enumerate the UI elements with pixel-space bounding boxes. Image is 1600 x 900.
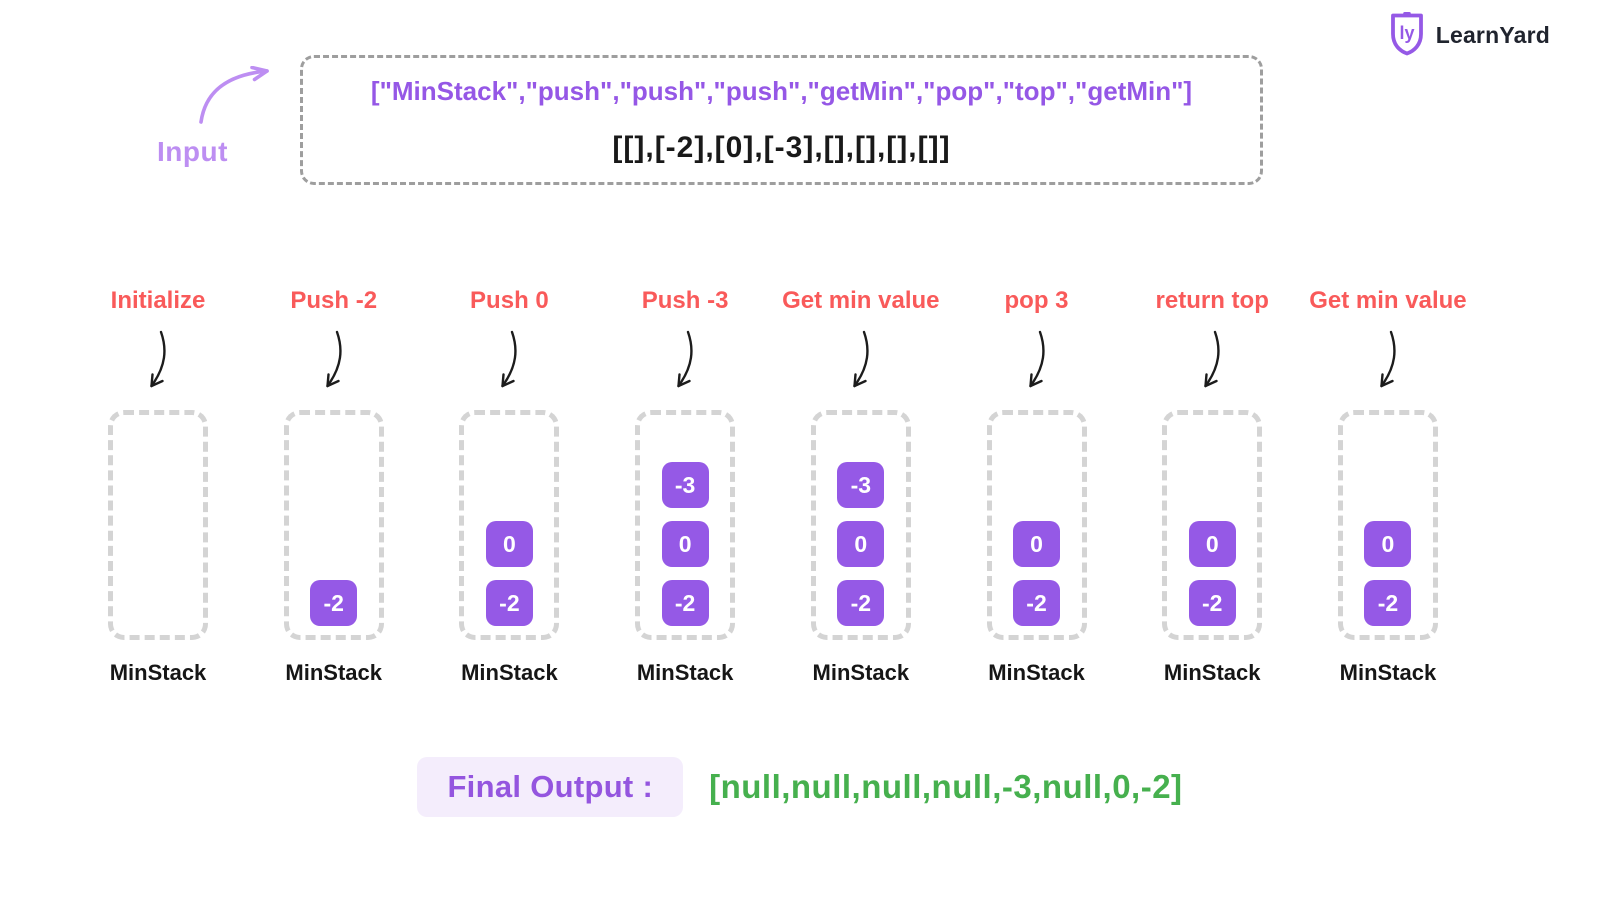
- stack-column: Get min value -3 0 -2 MinStack: [782, 287, 939, 686]
- input-arguments-line: [[],[-2],[0],[-3],[],[],[],[]]: [612, 130, 951, 164]
- minstack-container: -3 0 -2: [635, 410, 736, 640]
- minstack-caption: MinStack: [1163, 660, 1261, 685]
- minstack-container: 0-2: [1162, 410, 1263, 640]
- down-arrow-icon: [1199, 329, 1225, 396]
- stack-block: 0: [661, 521, 709, 567]
- minstack-container: 0-2: [459, 410, 560, 640]
- down-arrow-icon: [145, 329, 171, 396]
- operation-label: pop 3: [1004, 287, 1069, 314]
- operation-label: Initialize: [110, 287, 206, 314]
- stack-columns: Initialize MinStack Push -2 -2 MinStack …: [93, 287, 1467, 686]
- stack-block: -2: [485, 580, 533, 626]
- stack-block: -2: [661, 580, 709, 626]
- stack-block: 0: [1188, 521, 1236, 567]
- stack-block: -2: [837, 580, 885, 626]
- operation-label: Push -3: [641, 287, 729, 314]
- down-arrow-icon: [848, 329, 874, 396]
- down-arrow-icon: [1024, 329, 1050, 396]
- minstack-caption: MinStack: [461, 660, 558, 685]
- learnyard-logo: ly LearnYard: [1387, 10, 1550, 61]
- stack-block: -3: [661, 462, 709, 508]
- minstack-caption: MinStack: [812, 660, 910, 685]
- stack-block: -2: [1364, 580, 1412, 626]
- stack-column: Push -3 -3 0 -2 MinStack: [620, 287, 750, 686]
- minstack-container: 0-2: [986, 410, 1087, 640]
- stack-column: Get min value 0-2 MinStack: [1309, 287, 1466, 686]
- minstack-caption: MinStack: [109, 660, 207, 685]
- stack-block: -2: [310, 580, 358, 626]
- stack-block: -2: [1188, 580, 1236, 626]
- operation-label: Get min value: [782, 287, 940, 314]
- minstack-container: -3 0 -2: [810, 410, 911, 640]
- final-output-label: Final Output :: [417, 757, 684, 817]
- minstack-caption: MinStack: [636, 660, 734, 685]
- operation-label: return top: [1155, 287, 1269, 314]
- down-arrow-icon: [672, 329, 698, 396]
- learnyard-shield-icon: ly: [1387, 10, 1427, 61]
- minstack-caption: MinStack: [285, 660, 382, 685]
- down-arrow-icon: [1375, 329, 1401, 396]
- svg-text:ly: ly: [1399, 23, 1414, 43]
- operation-label: Get min value: [1309, 287, 1467, 314]
- stack-block: -2: [1013, 580, 1061, 626]
- stack-column: Initialize MinStack: [93, 287, 223, 686]
- final-output-value: [null,null,null,null,-3,null,0,-2]: [709, 768, 1183, 805]
- input-label: Input: [157, 136, 228, 167]
- down-arrow-icon: [496, 329, 522, 396]
- stack-column: return top 0-2 MinStack: [1147, 287, 1277, 686]
- minstack-container: -2: [283, 410, 384, 640]
- final-output-row: Final Output : [null,null,null,null,-3,n…: [0, 757, 1600, 817]
- logo-wordmark: LearnYard: [1435, 22, 1550, 48]
- stack-block: 0: [485, 521, 533, 567]
- minstack-caption: MinStack: [1339, 660, 1437, 685]
- operation-label: Push 0: [470, 287, 549, 314]
- stack-column: Push -2 -2 MinStack: [269, 287, 399, 686]
- stack-column: pop 3 0-2 MinStack: [972, 287, 1102, 686]
- input-box: ["MinStack","push","push","push","getMin…: [300, 55, 1263, 185]
- down-arrow-icon: [321, 329, 347, 396]
- operation-label: Push -2: [290, 287, 378, 314]
- stack-block: 0: [1364, 521, 1412, 567]
- stack-block: -3: [837, 462, 885, 508]
- input-operations-line: ["MinStack","push","push","push","getMin…: [370, 75, 1193, 106]
- stack-column: Push 0 0-2 MinStack: [444, 287, 574, 686]
- stack-block: 0: [837, 521, 885, 567]
- minstack-container: 0-2: [1337, 410, 1438, 640]
- input-pointer-arrow-icon: [196, 65, 276, 133]
- minstack-container: [108, 410, 208, 640]
- stack-block: 0: [1013, 521, 1061, 567]
- minstack-caption: MinStack: [988, 660, 1085, 685]
